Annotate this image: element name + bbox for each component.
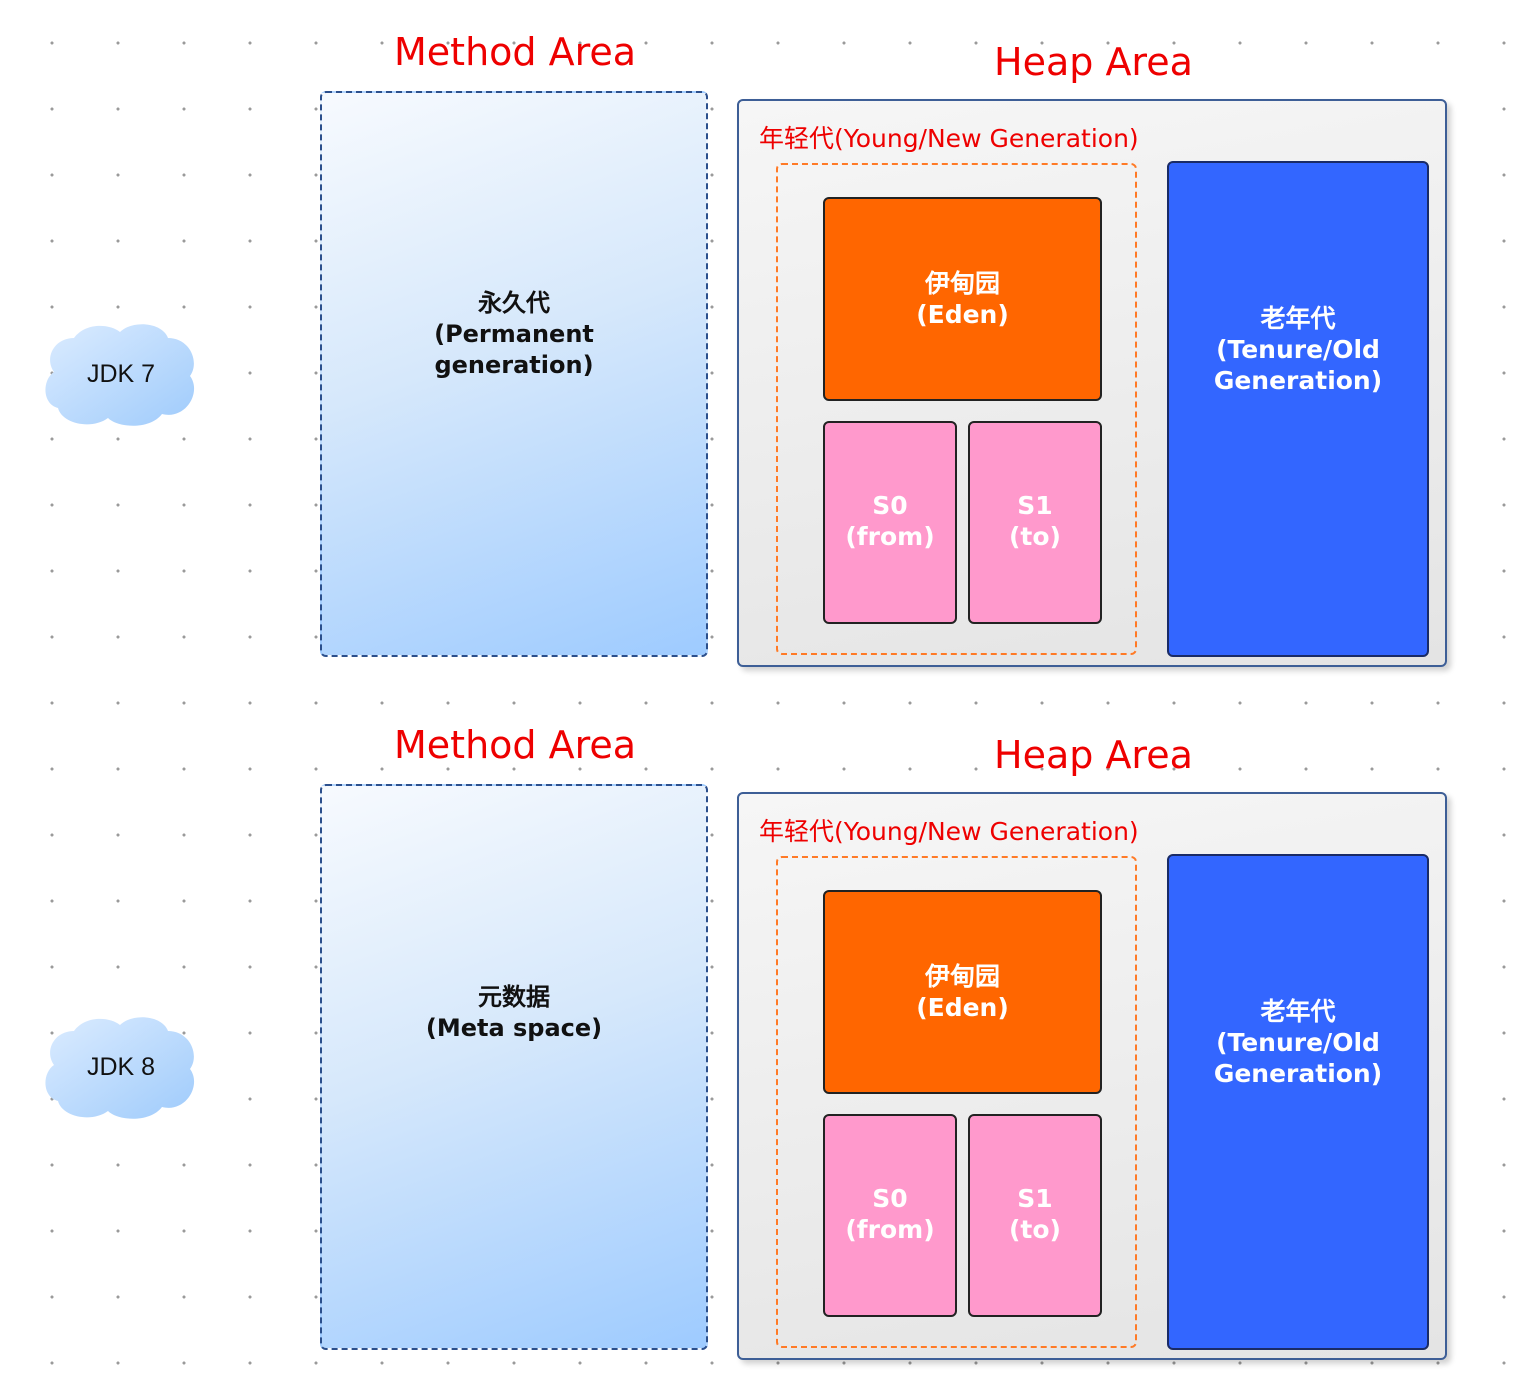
old-line-2: (Tenure/Old xyxy=(1216,1027,1380,1057)
young-generation-label: 年轻代(Young/New Generation) xyxy=(759,124,1139,153)
jdk-version-label: JDK 7 xyxy=(86,359,156,388)
eden-line-2: (Eden) xyxy=(916,993,1009,1022)
eden-label: 伊甸园 (Eden) xyxy=(825,199,1100,399)
cloud-shape-icon xyxy=(45,1017,195,1119)
old-generation-box: 老年代 (Tenure/Old Generation) xyxy=(1167,854,1429,1350)
method-line-2: (Permanent xyxy=(434,319,594,348)
meta-space-box: 元数据 (Meta space) xyxy=(320,784,708,1350)
jdk8-cloud: JDK 8 xyxy=(44,1011,198,1123)
s1-label: S1 (to) xyxy=(970,421,1100,620)
survivor-s1-box: S1 (to) xyxy=(968,421,1102,624)
eden-line-2: (Eden) xyxy=(916,300,1009,329)
eden-box: 伊甸园 (Eden) xyxy=(823,197,1102,401)
eden-box: 伊甸园 (Eden) xyxy=(823,890,1102,1094)
heap-area-title: Heap Area xyxy=(994,40,1193,84)
young-generation-label: 年轻代(Young/New Generation) xyxy=(759,817,1139,846)
old-line-1: 老年代 xyxy=(1260,996,1336,1026)
method-line-1: 永久代 xyxy=(477,288,550,317)
heap-area-title: Heap Area xyxy=(994,733,1193,777)
old-generation-label: 老年代 (Tenure/Old Generation) xyxy=(1169,796,1427,1288)
survivor-s0-box: S0 (from) xyxy=(823,1114,957,1317)
method-box-text: 元数据 (Meta space) xyxy=(426,982,602,1044)
method-area-title: Method Area xyxy=(394,723,637,767)
method-line-2: (Meta space) xyxy=(425,1014,603,1042)
s1-line-1: S1 xyxy=(1017,490,1053,520)
jdk8-section: JDK 8 Method Area Heap Area 元数据 (Meta sp… xyxy=(0,693,1518,1385)
s1-line-1: S1 xyxy=(1017,1183,1053,1213)
eden-line-1: 伊甸园 xyxy=(924,962,1000,991)
cloud-shape-icon xyxy=(45,324,195,426)
method-area-title: Method Area xyxy=(394,30,637,74)
eden-label: 伊甸园 (Eden) xyxy=(825,892,1100,1092)
s1-label: S1 (to) xyxy=(970,1114,1100,1313)
s0-line-1: S0 xyxy=(872,490,908,520)
old-line-1: 老年代 xyxy=(1260,303,1336,333)
old-line-3: Generation) xyxy=(1213,1058,1383,1088)
old-generation-box: 老年代 (Tenure/Old Generation) xyxy=(1167,161,1429,657)
jdk7-section: JDK 7 Method Area Heap Area 永久代 (Permane… xyxy=(0,0,1518,692)
s0-label: S0 (from) xyxy=(825,1114,955,1313)
heap-area-box: 年轻代(Young/New Generation) 伊甸园 (Eden) S0 … xyxy=(737,99,1447,667)
method-line-3: generation) xyxy=(434,350,594,379)
old-generation-label: 老年代 (Tenure/Old Generation) xyxy=(1169,103,1427,595)
young-generation-box: 伊甸园 (Eden) S0 (from) S1 (to) xyxy=(776,163,1137,655)
jdk-version-label: JDK 8 xyxy=(86,1052,156,1081)
s0-label: S0 (from) xyxy=(825,421,955,620)
survivor-s0-box: S0 (from) xyxy=(823,421,957,624)
survivor-s1-box: S1 (to) xyxy=(968,1114,1102,1317)
s0-line-1: S0 xyxy=(872,1183,908,1213)
s0-line-2: (from) xyxy=(845,521,935,551)
s1-line-2: (to) xyxy=(1009,1214,1061,1244)
s1-line-2: (to) xyxy=(1009,521,1061,551)
young-generation-box: 伊甸园 (Eden) S0 (from) S1 (to) xyxy=(776,856,1137,1348)
method-box-text: 永久代 (Permanent generation) xyxy=(434,288,594,381)
permanent-generation-box: 永久代 (Permanent generation) xyxy=(320,91,708,657)
method-line-1: 元数据 xyxy=(477,983,550,1011)
jdk7-cloud: JDK 7 xyxy=(44,318,198,430)
eden-line-1: 伊甸园 xyxy=(924,269,1000,298)
s0-line-2: (from) xyxy=(845,1214,935,1244)
heap-area-box: 年轻代(Young/New Generation) 伊甸园 (Eden) S0 … xyxy=(737,792,1447,1360)
old-line-3: Generation) xyxy=(1213,365,1383,395)
old-line-2: (Tenure/Old xyxy=(1216,334,1380,364)
